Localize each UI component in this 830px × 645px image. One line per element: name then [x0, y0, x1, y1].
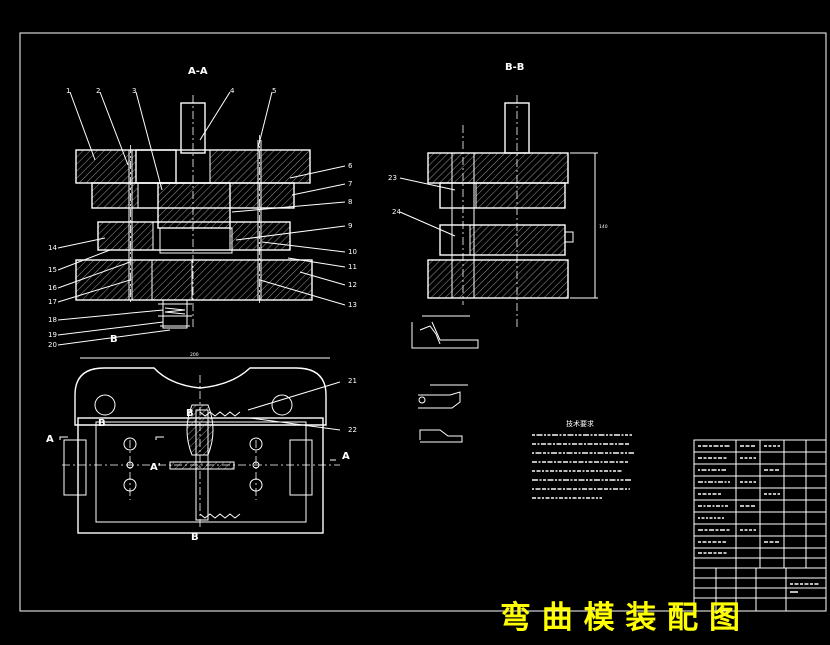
svg-text:18: 18 — [48, 316, 57, 324]
svg-text:9: 9 — [348, 222, 352, 230]
drawing-frame — [19, 32, 827, 612]
svg-text:13: 13 — [348, 301, 357, 309]
section-b-b-view: B-B 140 23 24 — [388, 62, 608, 330]
title-block — [693, 439, 827, 612]
part-number-labels-left: 1 2 3 4 5 6 7 8 9 10 11 12 13 14 15 16 1… — [48, 87, 357, 349]
plan-view: 200 21 22 B B A' A A B — [46, 352, 357, 543]
drawing-title-watermark: 弯 曲 模 装 配 图 — [500, 600, 740, 636]
technical-requirements-block: 技术要求 — [532, 419, 634, 499]
svg-text:7: 7 — [348, 180, 352, 188]
svg-text:15: 15 — [48, 266, 57, 274]
svg-text:3: 3 — [132, 87, 136, 95]
svg-text:12: 12 — [348, 281, 357, 289]
svg-text:16: 16 — [48, 284, 57, 292]
part-detail-sketches — [411, 315, 479, 443]
svg-text:23: 23 — [388, 174, 397, 182]
section-b-b-title: B-B — [505, 62, 524, 73]
section-a-a-view: A-A — [48, 66, 357, 349]
view-marker-a-left: A — [46, 434, 54, 445]
bb-height-dimension: 140 — [599, 224, 608, 230]
parts-list-rows — [694, 451, 826, 559]
svg-text:17: 17 — [48, 298, 57, 306]
svg-text:22: 22 — [348, 426, 357, 434]
svg-text:10: 10 — [348, 248, 357, 256]
parts-list-entries — [698, 445, 780, 554]
view-marker-b-left: B — [98, 418, 106, 429]
svg-text:19: 19 — [48, 331, 57, 339]
tech-requirements-title: 技术要求 — [566, 419, 594, 428]
view-marker-b-bottom: B — [191, 532, 199, 543]
svg-text:4: 4 — [230, 87, 235, 95]
svg-text:5: 5 — [272, 87, 276, 95]
view-marker-a-prime: A' — [150, 462, 161, 473]
part-leaders-left — [57, 91, 346, 346]
svg-text:11: 11 — [348, 263, 357, 271]
svg-text:21: 21 — [348, 377, 357, 385]
section-a-a-title: A-A — [188, 66, 208, 77]
view-marker-a-right: A — [342, 451, 350, 462]
view-marker-b-upper: B — [110, 334, 118, 345]
svg-text:24: 24 — [392, 208, 401, 216]
plan-width-dimension: 200 — [190, 352, 199, 358]
svg-text:1: 1 — [66, 87, 70, 95]
tech-requirements-lines — [532, 434, 634, 499]
view-marker-b-top: B — [186, 408, 194, 419]
svg-text:14: 14 — [48, 244, 57, 252]
svg-text:2: 2 — [96, 87, 100, 95]
svg-text:20: 20 — [48, 341, 57, 349]
svg-text:8: 8 — [348, 198, 352, 206]
svg-text:6: 6 — [348, 162, 353, 170]
